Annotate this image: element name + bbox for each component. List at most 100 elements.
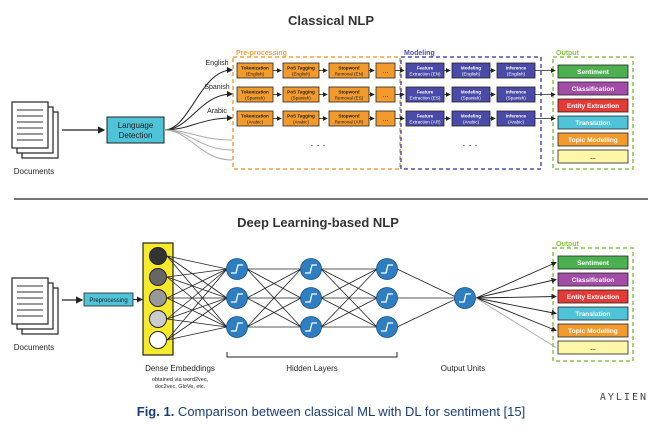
modeling-step-sublabel: (English) bbox=[462, 72, 481, 77]
preprocessing-more-ellipsis: · · · bbox=[310, 140, 326, 151]
modeling-step-sublabel: Extraction (ES) bbox=[410, 96, 441, 101]
preprocessing-step-label: Tokenization bbox=[241, 90, 269, 95]
classical-output-title: Output bbox=[556, 50, 580, 57]
modeling-step-label: Inference bbox=[506, 90, 527, 95]
connection-line bbox=[166, 268, 228, 320]
deep-output-label: Classification bbox=[572, 277, 615, 284]
connection-line bbox=[166, 268, 228, 278]
connection-line bbox=[396, 268, 459, 299]
embeddings-label: Dense Embeddings bbox=[145, 364, 215, 373]
classical-output-label: Topic Modelling bbox=[568, 137, 618, 144]
modeling-step-label: Modeling bbox=[461, 66, 481, 71]
connection-line bbox=[166, 268, 228, 341]
connection-line bbox=[166, 297, 228, 320]
neuron-activation-icon bbox=[381, 322, 393, 332]
preprocessing-step-sublabel: (Spanish) bbox=[291, 96, 311, 101]
classical-output-label: Sentiment bbox=[577, 69, 610, 76]
preprocessing-title: Pre-processing bbox=[236, 50, 287, 57]
connection-line bbox=[166, 318, 228, 328]
classical-output-box bbox=[557, 115, 629, 130]
hidden-neuron bbox=[226, 316, 248, 338]
modeling-step-sublabel: (Spanish) bbox=[506, 96, 526, 101]
preprocessing-step-sublabel: Removal (EN) bbox=[335, 72, 364, 77]
connection-line bbox=[166, 255, 228, 299]
caption-fig-number: Fig. 1. bbox=[136, 404, 175, 419]
embedding-node bbox=[149, 310, 167, 328]
embedding-node bbox=[149, 247, 167, 265]
caption-text: Comparison between classical ML with DL … bbox=[174, 404, 526, 419]
modeling-more-ellipsis: · · · bbox=[462, 140, 478, 151]
neuron-activation-icon bbox=[459, 293, 471, 303]
connection-line bbox=[166, 326, 228, 341]
embedding-node bbox=[149, 289, 167, 307]
output-unit-neuron bbox=[454, 287, 476, 309]
output-fan-line bbox=[475, 293, 557, 300]
classical-output-box bbox=[557, 149, 629, 164]
deep-output-label: ... bbox=[590, 345, 596, 352]
deep-output-label: Sentiment bbox=[577, 260, 610, 267]
modeling-step-label: Feature bbox=[417, 66, 434, 71]
language-label-english: English bbox=[206, 60, 229, 67]
preprocessing-step-sublabel: (Arabic) bbox=[293, 120, 310, 125]
embedding-node bbox=[149, 268, 167, 286]
deep-output-box bbox=[557, 289, 629, 304]
hidden-neuron bbox=[376, 316, 398, 338]
deep-output-label: Topic Modelling bbox=[568, 328, 618, 335]
language-fan-line bbox=[163, 67, 233, 131]
connection-line bbox=[320, 268, 378, 328]
hidden-neuron bbox=[376, 287, 398, 309]
connection-line bbox=[320, 297, 378, 328]
language-fan-line bbox=[163, 129, 233, 161]
preprocessing-step-label: PoS Tagging bbox=[287, 90, 315, 95]
preprocessing-step-label: Tokenization bbox=[241, 66, 269, 71]
hidden-neuron bbox=[300, 258, 322, 280]
connection-line bbox=[246, 268, 302, 328]
deep-documents-label: Documents bbox=[14, 343, 54, 352]
hidden-neuron bbox=[376, 258, 398, 280]
modeling-step-sublabel: (Arabic) bbox=[463, 120, 480, 125]
classical-output-box bbox=[557, 132, 629, 147]
connection-line bbox=[320, 268, 378, 299]
output-fan-line bbox=[475, 297, 557, 348]
preprocessing-step-sublabel: Removal (ES) bbox=[335, 96, 364, 101]
language-detection-label-1: Language bbox=[118, 121, 154, 130]
language-detection-box bbox=[106, 116, 165, 144]
language-fan-line bbox=[163, 115, 233, 131]
output-fan-line bbox=[475, 297, 557, 332]
deep-output-box bbox=[557, 340, 629, 355]
neuron-activation-icon bbox=[305, 264, 317, 274]
preprocessing-step-label: PoS Tagging bbox=[287, 66, 315, 71]
classical-output-label: Classification bbox=[572, 86, 615, 93]
language-label-spanish: Spanish bbox=[204, 84, 229, 91]
classical-title: Classical NLP bbox=[288, 13, 374, 28]
hidden-neuron bbox=[300, 316, 322, 338]
modeling-step-label: Feature bbox=[417, 114, 434, 119]
modeling-step-label: Inference bbox=[506, 66, 527, 71]
preprocessing-step-sublabel: (English) bbox=[292, 72, 311, 77]
neuron-activation-icon bbox=[381, 264, 393, 274]
connection-line bbox=[166, 297, 228, 341]
modeling-step-label: Inference bbox=[506, 114, 527, 119]
connection-line bbox=[166, 276, 228, 328]
modeling-region bbox=[400, 56, 542, 170]
classical-output-label: ... bbox=[590, 154, 596, 161]
aylien-logo: AYLIEN bbox=[599, 392, 648, 403]
preprocessing-ellipsis: ... bbox=[383, 92, 389, 99]
language-detection-label-2: Detection bbox=[119, 131, 153, 140]
deep-output-box bbox=[557, 306, 629, 321]
connection-line bbox=[396, 297, 459, 328]
connection-line bbox=[246, 297, 302, 328]
modeling-step-label: Modeling bbox=[461, 114, 481, 119]
preprocessing-step-label: Stopword bbox=[338, 90, 359, 95]
classical-documents-label: Documents bbox=[14, 167, 54, 176]
connection-line bbox=[166, 297, 228, 328]
modeling-step-sublabel: (Spanish) bbox=[461, 96, 481, 101]
deep-output-label: Translation bbox=[575, 311, 610, 318]
classical-output-label: Translation bbox=[575, 120, 610, 127]
modeling-step-sublabel: (English) bbox=[507, 72, 526, 77]
neuron-activation-icon bbox=[305, 322, 317, 332]
language-label-arabic: Arabic bbox=[207, 108, 227, 115]
classical-output-label: Entity Extraction bbox=[567, 103, 619, 110]
deep-documents-icon bbox=[11, 277, 59, 335]
